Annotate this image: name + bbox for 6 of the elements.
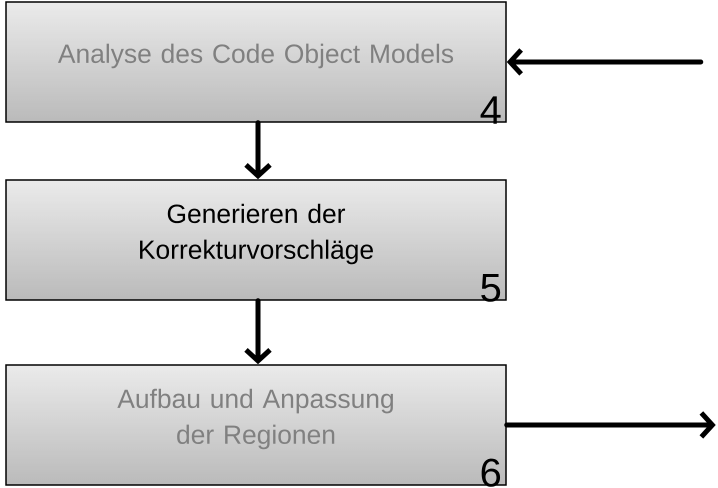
arrow [504, 411, 716, 439]
process-box: Analyse des Code Object Models 4 [5, 1, 507, 124]
arrow [506, 48, 704, 76]
process-box: Aufbau und Anpassung der Regionen 6 [5, 364, 507, 487]
arrow [244, 120, 272, 180]
arrow [244, 298, 272, 364]
